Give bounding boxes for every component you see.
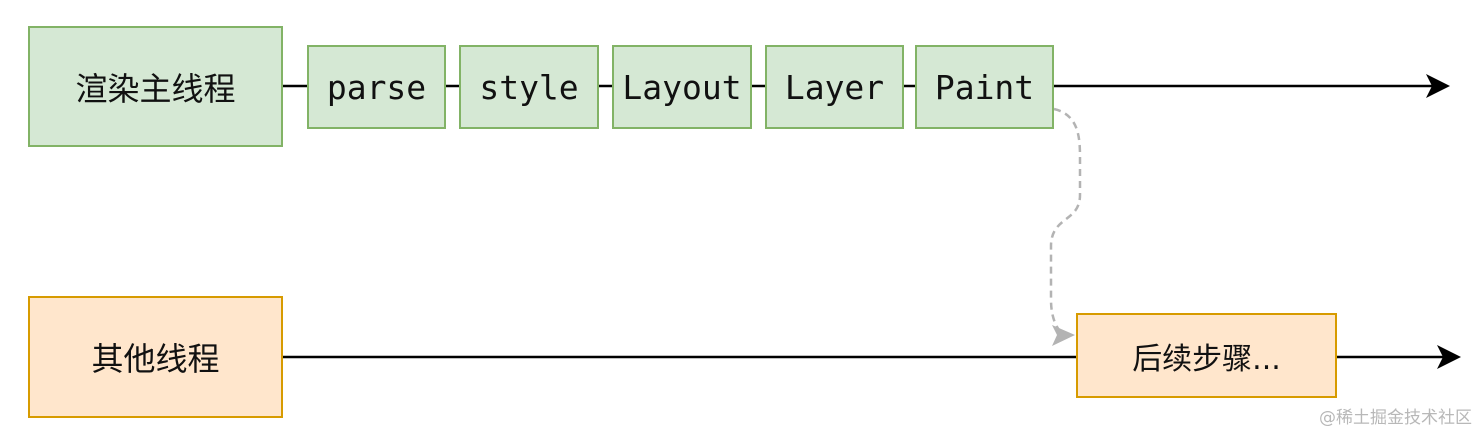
step-layer-label: Layer — [784, 67, 885, 107]
other-thread-label: 其他线程 — [91, 340, 220, 378]
main-thread-arrowhead — [1426, 74, 1450, 98]
handoff-arrowhead — [1052, 325, 1075, 346]
other-thread-arrowhead — [1437, 345, 1461, 369]
step-style-label: style — [479, 67, 579, 107]
step-style: style — [459, 45, 599, 129]
step-layer: Layer — [765, 45, 904, 129]
step-parse-label: parse — [326, 67, 427, 107]
step-layout-label: Layout — [622, 67, 742, 107]
step-paint-label: Paint — [934, 67, 1035, 107]
main-thread-label: 渲染主线程 — [75, 69, 236, 108]
handoff-dashed-connector — [1049, 107, 1082, 335]
step-paint: Paint — [915, 45, 1054, 129]
main-thread-box: 渲染主线程 — [28, 26, 283, 147]
next-steps-label: 后续步骤... — [1132, 341, 1281, 377]
next-steps-box: 后续步骤... — [1076, 313, 1337, 398]
other-thread-box: 其他线程 — [28, 296, 283, 418]
watermark: @稀土掘金技术社区 — [1319, 408, 1472, 428]
step-layout: Layout — [612, 45, 752, 129]
step-parse: parse — [307, 45, 446, 129]
